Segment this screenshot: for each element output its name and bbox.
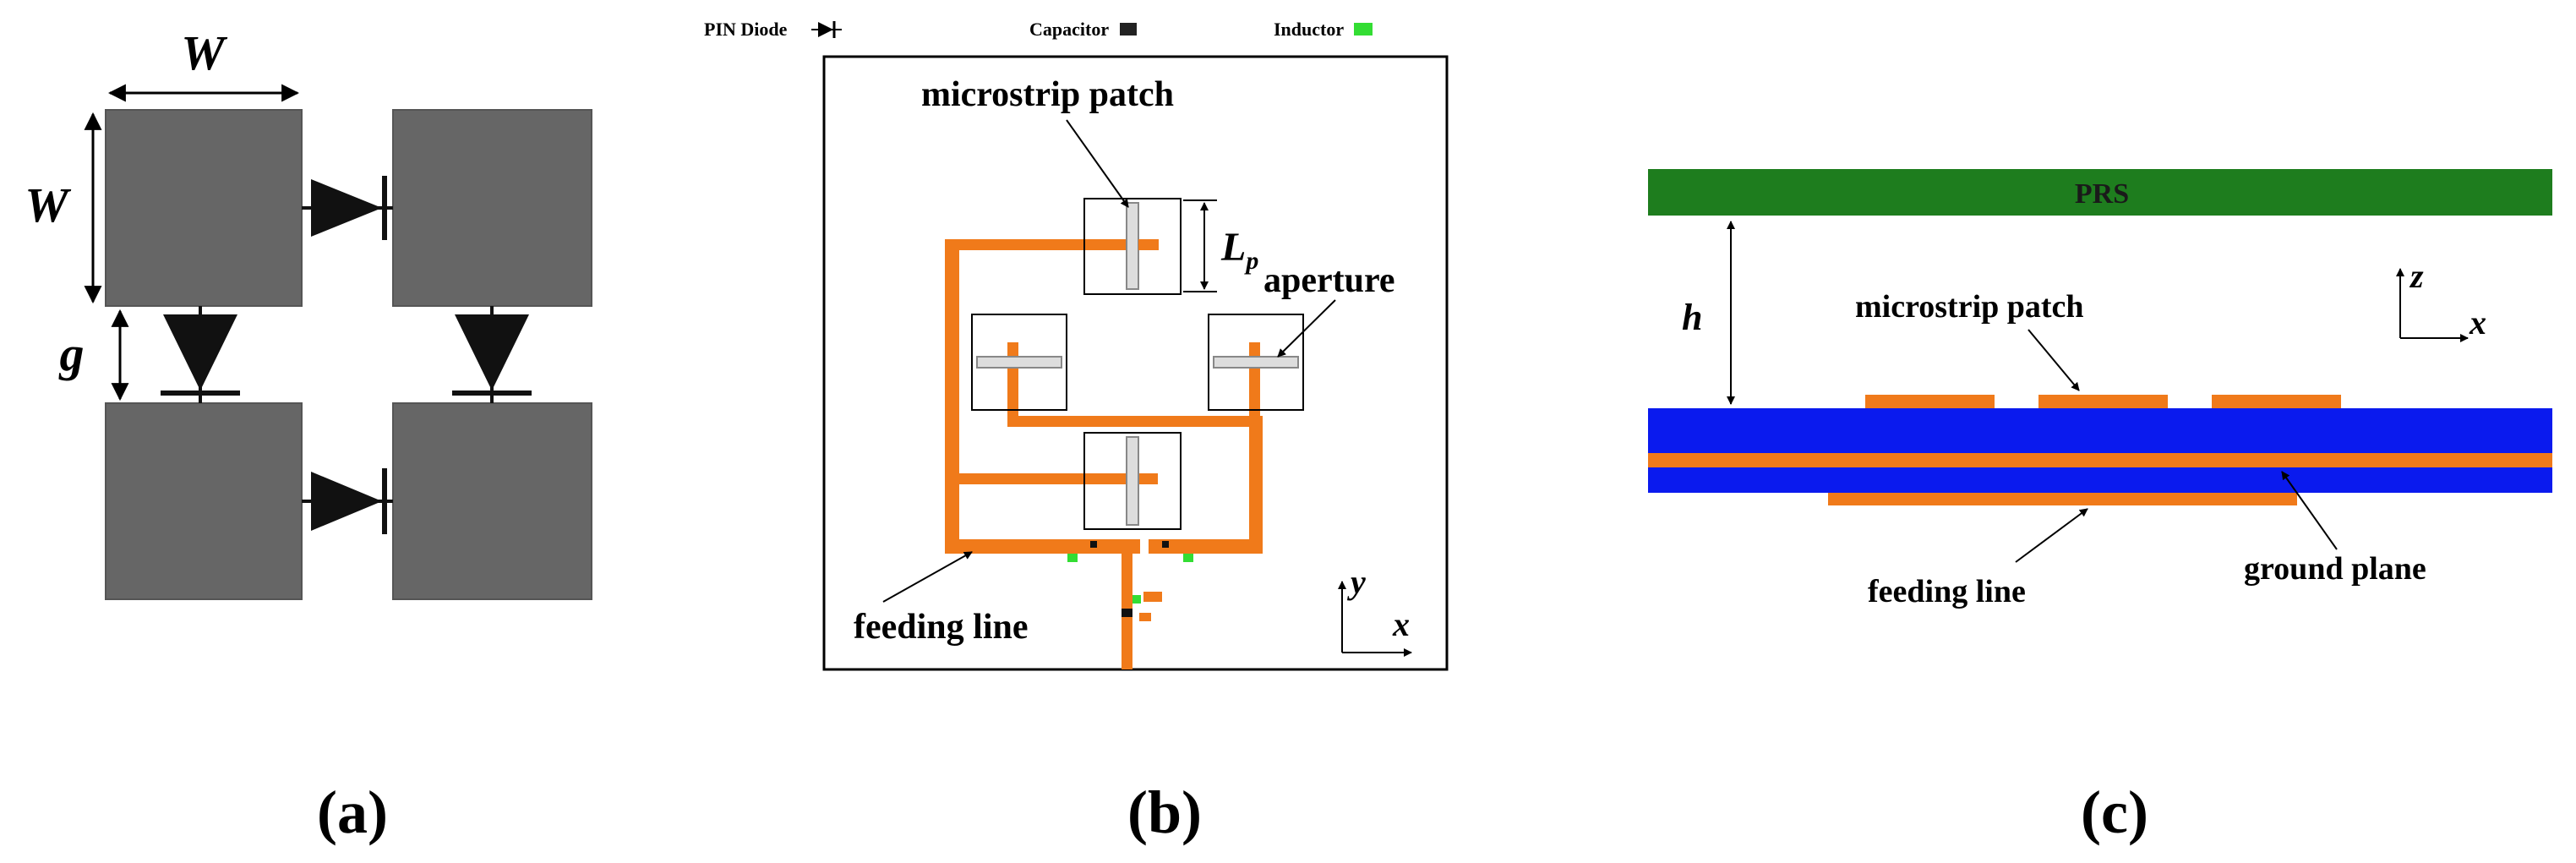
legend-inductor-label: Inductor [1274, 19, 1344, 40]
legend-pin-diode-label: PIN Diode [704, 19, 788, 40]
diode-left-vertical [161, 306, 240, 403]
caption-a: (a) [317, 778, 388, 846]
substrate-upper [1648, 408, 2552, 453]
capacitor-feed [1122, 609, 1132, 617]
label-microstrip-patch-c: microstrip patch [1855, 289, 2084, 325]
lp-label: Lp [1220, 225, 1258, 275]
capacitor-left [1090, 541, 1097, 548]
axis-c-x-label: x [2469, 303, 2486, 341]
axis-c-z-label: z [2409, 257, 2424, 295]
panel-a: W W g (a) [25, 25, 592, 846]
diode-top-horizontal [302, 176, 393, 240]
feeding-line-c [1828, 493, 2297, 505]
legend-inductor-symbol [1354, 23, 1373, 36]
prs-layer [1648, 169, 2552, 216]
patch-c-1 [1865, 395, 1995, 408]
substrate-lower [1648, 467, 2552, 493]
h-label: h [1682, 297, 1702, 338]
label-ground-plane: ground plane [2244, 551, 2426, 587]
dim-g-label: g [58, 326, 85, 381]
label-microstrip-patch-b: microstrip patch [921, 75, 1174, 114]
pointer-ground-plane [2281, 471, 2338, 550]
caption-b: (b) [1127, 778, 1202, 846]
legend-capacitor-label: Capacitor [1029, 19, 1109, 40]
legend-capacitor-symbol [1120, 23, 1137, 36]
inductor-center [1132, 595, 1141, 604]
pointer-microstrip-patch-c [2028, 329, 2080, 391]
pointer-feeding-line-c [2015, 508, 2088, 563]
panel-c: PRS h z x microstrip patch feeding line … [1648, 169, 2552, 846]
pointer-microstrip-patch-b [1066, 119, 1129, 208]
caption-c: (c) [2081, 778, 2148, 846]
capacitor-right [1162, 541, 1169, 548]
panel-b: PIN Diode Capacitor Inductor [704, 19, 1449, 846]
cell-bottom [1083, 432, 1182, 530]
label-feeding-line-c: feeding line [1868, 574, 2026, 609]
inductor-left [1067, 554, 1078, 562]
inductor-right [1183, 554, 1193, 562]
patch-c-2 [2038, 395, 2168, 408]
dim-w-left-label: W [25, 178, 71, 232]
legend-pin-diode-symbol [811, 21, 842, 38]
label-feeding-line-b: feeding line [854, 608, 1029, 647]
ground-plane-layer [1648, 453, 2552, 467]
cell-left [971, 314, 1067, 411]
cell-top [1083, 198, 1182, 295]
label-aperture: aperture [1263, 261, 1395, 300]
dim-w-top-label: W [181, 25, 227, 80]
patch-c-3 [2212, 395, 2341, 408]
patch-bottom-right [392, 402, 592, 600]
prs-label: PRS [2075, 178, 2129, 210]
axis-b-y-label: y [1347, 563, 1366, 601]
axis-b-x-label: x [1392, 605, 1410, 643]
diode-right-vertical [452, 306, 532, 403]
diode-bottom-horizontal [302, 468, 393, 534]
pointer-aperture [1277, 299, 1336, 358]
board-outline [822, 55, 1449, 671]
cell-right [1208, 314, 1304, 411]
pointer-feeding-line-b [882, 551, 973, 603]
patch-bottom-left [105, 402, 303, 600]
feeding-network [945, 239, 1263, 669]
patch-top-left [105, 109, 303, 307]
patch-top-right [392, 109, 592, 307]
